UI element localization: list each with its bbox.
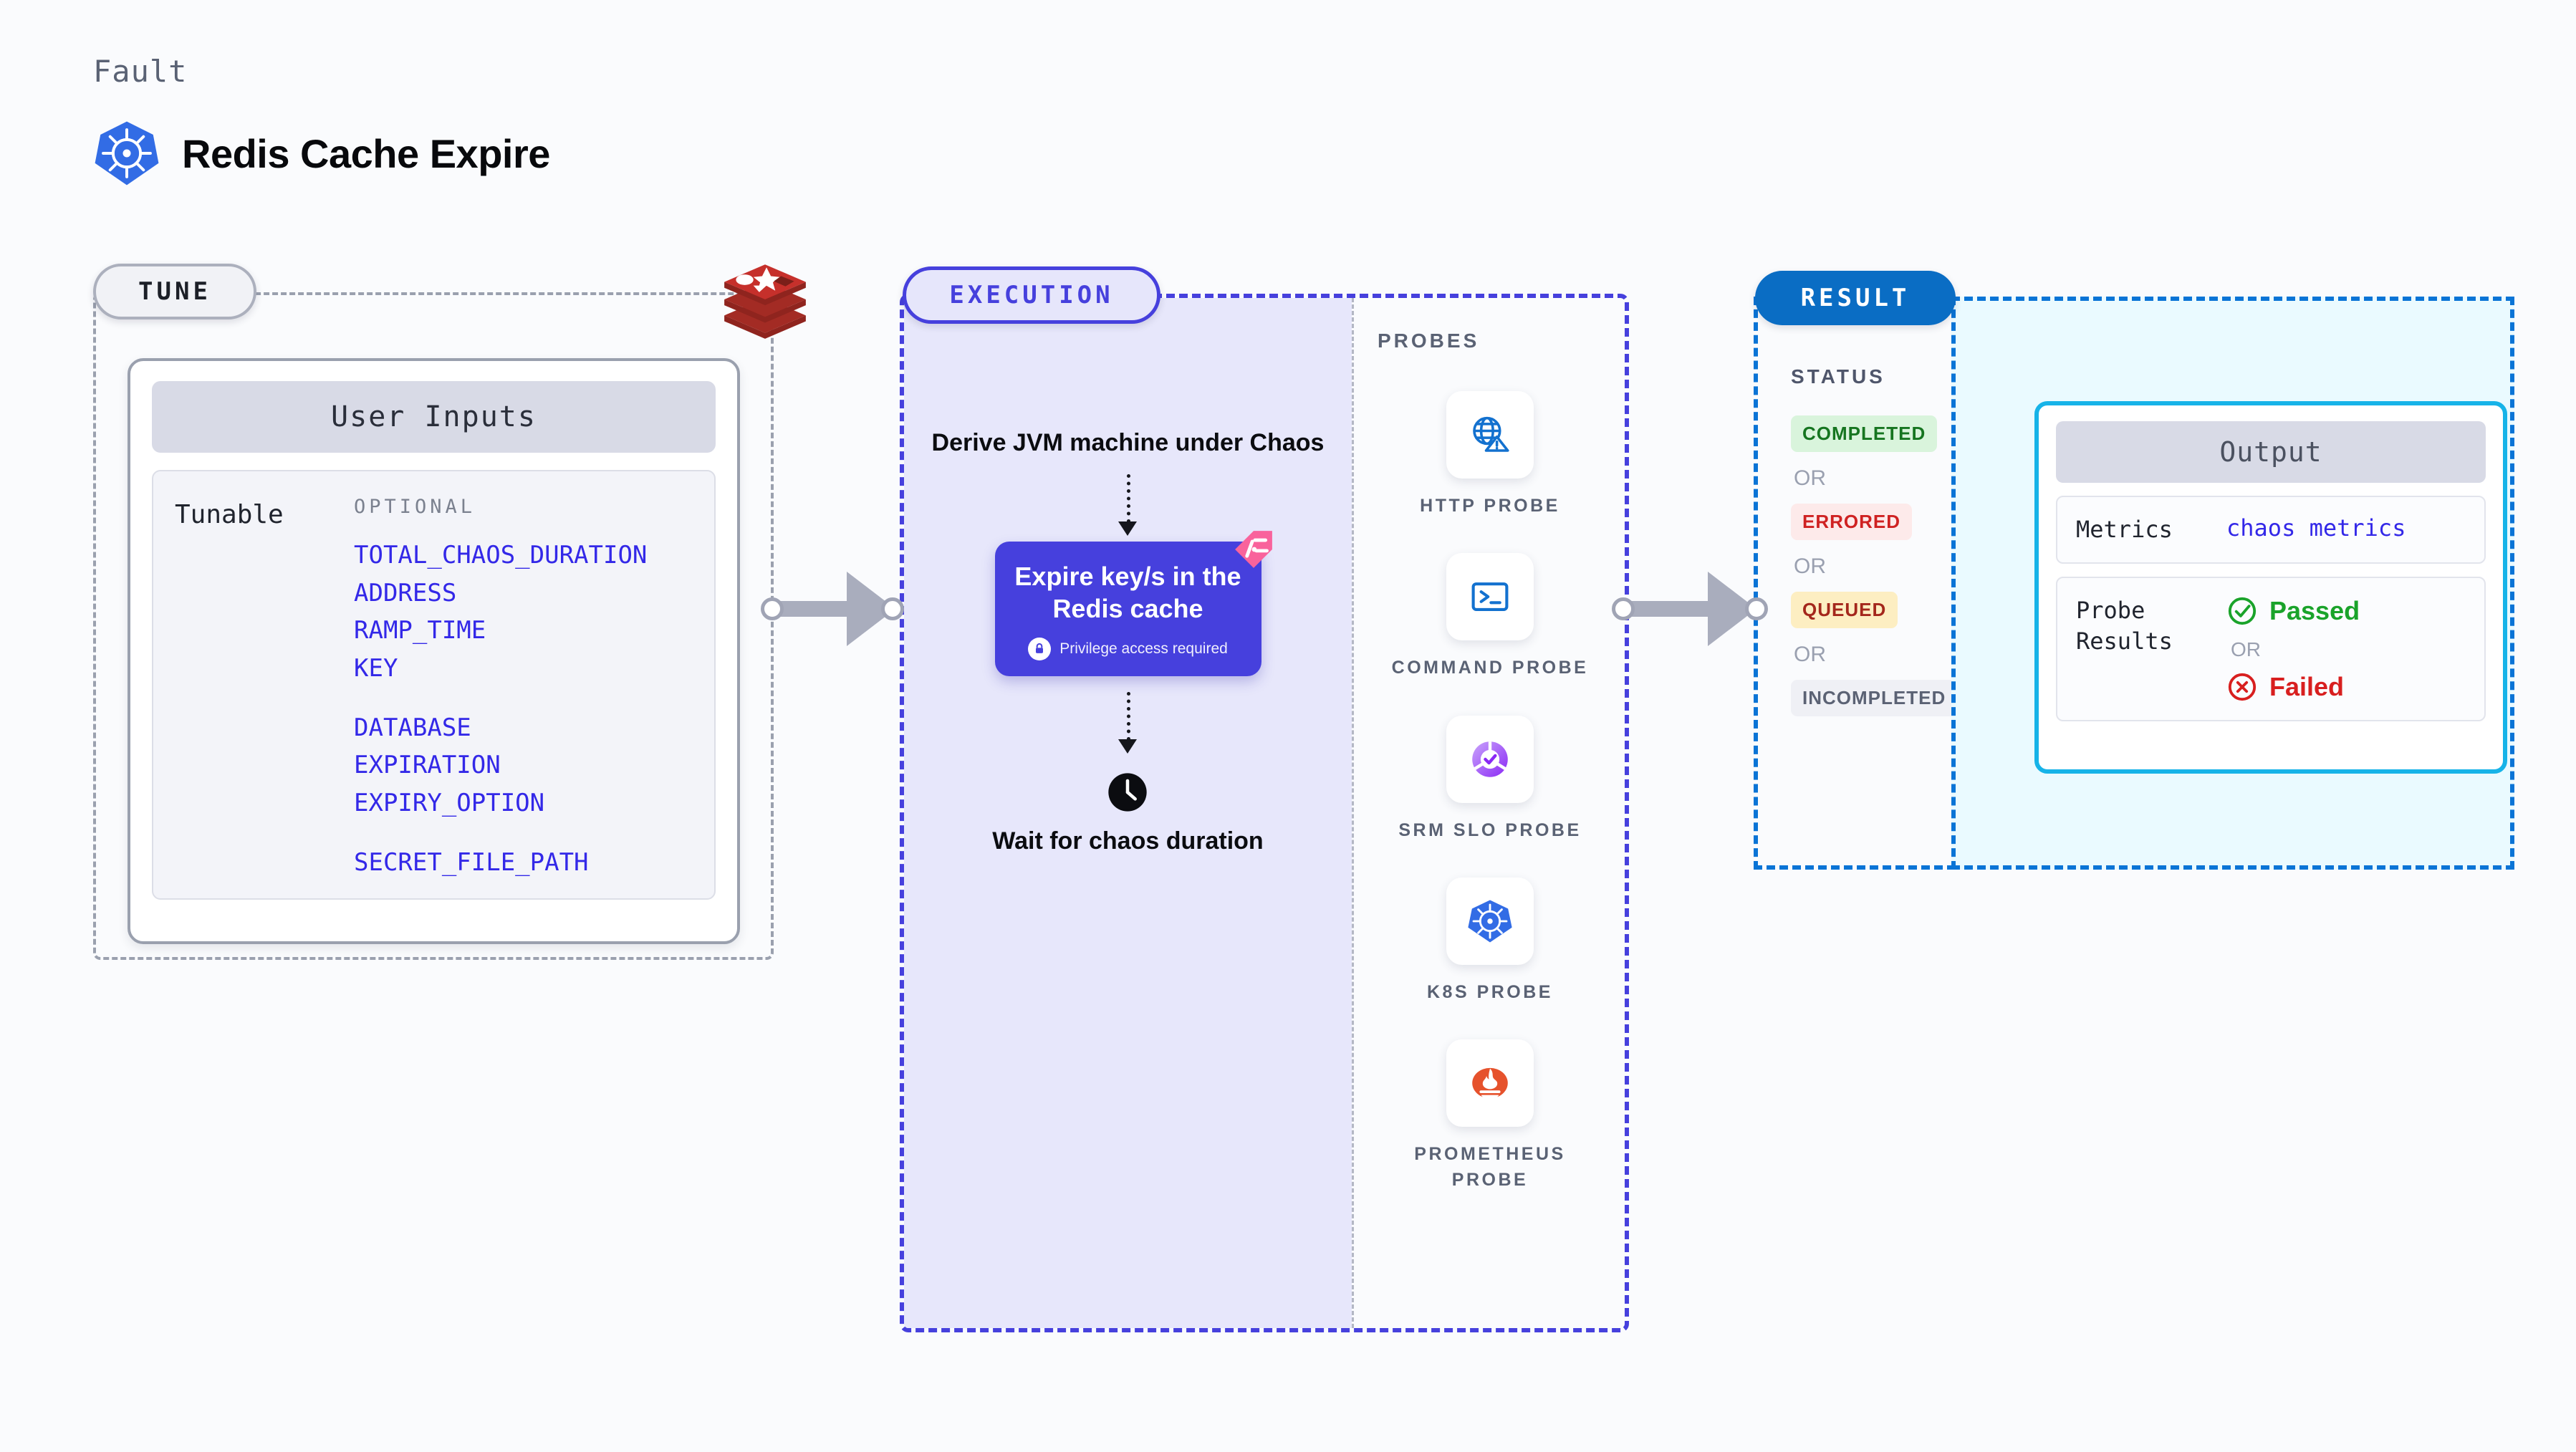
connector-tune-to-execution <box>761 572 904 646</box>
clock-icon <box>1108 773 1148 812</box>
tunable-item[interactable]: EXPIRY_OPTION <box>354 789 545 818</box>
terminal-icon <box>1471 582 1509 612</box>
connector-end-dot <box>1745 597 1768 620</box>
output-probe-results-row: Probe Results Passed OR <box>2056 577 2486 722</box>
status-badge: ERRORED <box>1791 504 1913 540</box>
kubernetes-icon <box>95 121 159 186</box>
status-badge-stack: COMPLETED OR ERRORED OR QUEUED OR INCOMP… <box>1791 415 1958 716</box>
execution-flow: Derive JVM machine under Chaos Expire ke… <box>904 427 1352 857</box>
chaos-ribbon-icon <box>1234 531 1272 569</box>
page-title-row: Redis Cache Expire <box>92 118 550 188</box>
lock-icon <box>1028 638 1052 661</box>
probe-item-http[interactable]: HTTP PROBE <box>1383 391 1597 519</box>
kubernetes-icon <box>1468 900 1512 943</box>
metrics-key: Metrics <box>2076 516 2173 543</box>
prometheus-icon <box>1472 1067 1508 1099</box>
or-separator: OR <box>2231 638 2261 661</box>
probe-icon-box <box>1446 553 1534 641</box>
page-eyebrow: Fault <box>93 54 188 89</box>
passed-label: Passed <box>2269 596 2360 626</box>
probes-column: PROBES <box>1352 298 1625 1328</box>
probe-label: SRM SLO PROBE <box>1398 819 1582 840</box>
probe-icon-box <box>1446 1039 1534 1127</box>
privilege-note: Privilege access required <box>1014 638 1243 661</box>
failed-label: Failed <box>2269 672 2345 702</box>
or-separator: OR <box>1794 643 1826 666</box>
check-circle-icon <box>2228 597 2257 625</box>
tunable-item[interactable]: TOTAL_CHAOS_DURATION <box>354 541 648 569</box>
probe-item-prometheus[interactable]: PROMETHEUS PROBE <box>1383 1039 1597 1193</box>
tunable-item[interactable]: EXPIRATION <box>354 751 501 780</box>
probe-label: K8S PROBE <box>1427 981 1553 1002</box>
connector-start-dot <box>761 597 784 620</box>
x-circle-icon <box>2228 673 2257 701</box>
output-metrics-row: Metrics chaos metrics <box>2056 496 2486 564</box>
connector-execution-to-result <box>1612 572 1769 646</box>
privilege-note-label: Privilege access required <box>1059 640 1228 658</box>
output-header: Output <box>2056 421 2486 483</box>
action-card[interactable]: Expire key/s in the Redis cache Privileg… <box>994 531 1272 677</box>
connector-shaft <box>1622 601 1724 617</box>
result-pill[interactable]: RESULT <box>1755 271 1956 325</box>
probe-label: PROMETHEUS PROBE <box>1414 1144 1566 1191</box>
redis-icon <box>724 264 806 339</box>
tunable-item[interactable]: KEY <box>354 654 398 683</box>
probes-label: PROBES <box>1378 330 1480 352</box>
result-status-region: STATUS COMPLETED OR ERRORED OR QUEUED OR… <box>1754 297 1958 870</box>
or-separator: OR <box>1794 554 1826 578</box>
probe-results-key: Probe Results <box>2076 597 2173 655</box>
user-inputs-header: User Inputs <box>152 381 716 453</box>
result-output-region: Output Metrics chaos metrics Probe Resul… <box>1951 297 2514 870</box>
optional-group-label: OPTIONAL <box>354 496 476 518</box>
or-separator: OR <box>1794 466 1826 490</box>
connector-start-dot <box>1612 597 1635 620</box>
execution-pill[interactable]: EXECUTION <box>903 266 1160 324</box>
probe-result-passed: Passed <box>2226 595 2466 627</box>
globe-warning-icon <box>1473 416 1509 452</box>
probe-label: COMMAND PROBE <box>1391 658 1589 678</box>
status-badge: INCOMPLETED <box>1791 680 1958 716</box>
probe-icon-box <box>1446 391 1534 479</box>
user-inputs-card: User Inputs Tunable OPTIONAL TOTAL_CHAOS… <box>128 358 740 944</box>
probe-item-k8s[interactable]: K8S PROBE <box>1383 877 1597 1005</box>
probe-item-srm-slo[interactable]: SRM SLO PROBE <box>1383 715 1597 843</box>
output-card: Output Metrics chaos metrics Probe Resul… <box>2034 401 2507 774</box>
flow-arrow-dotted <box>1118 474 1137 537</box>
status-badge: QUEUED <box>1791 592 1898 628</box>
probe-item-command[interactable]: COMMAND PROBE <box>1383 553 1597 681</box>
status-badge: COMPLETED <box>1791 415 1938 452</box>
wait-step: Wait for chaos duration <box>992 769 1264 857</box>
action-title: Expire key/s in the Redis cache <box>1014 562 1241 624</box>
tunable-item[interactable]: SECRET_FILE_PATH <box>354 847 589 877</box>
tunable-item[interactable]: RAMP_TIME <box>354 616 486 645</box>
metrics-value-link[interactable]: chaos metrics <box>2226 514 2406 542</box>
probes-list: HTTP PROBE COMMAND PROBE <box>1352 391 1625 1193</box>
probe-icon-box <box>1446 877 1534 965</box>
probes-divider <box>1352 298 1354 1328</box>
slo-donut-check-icon <box>1472 741 1508 777</box>
probe-label: HTTP PROBE <box>1420 496 1560 516</box>
status-label: STATUS <box>1791 365 1885 388</box>
execution-fill <box>904 298 1352 1328</box>
execution-region: Derive JVM machine under Chaos Expire ke… <box>900 294 1629 1332</box>
tunable-list: OPTIONAL TOTAL_CHAOS_DURATION ADDRESS RA… <box>354 496 693 877</box>
probe-icon-box <box>1446 715 1534 803</box>
connector-shaft <box>771 601 862 617</box>
tunable-row-label: Tunable <box>175 500 284 529</box>
derive-step-label: Derive JVM machine under Chaos <box>931 429 1325 456</box>
tune-pill[interactable]: TUNE <box>93 264 256 319</box>
wait-step-label: Wait for chaos duration <box>992 827 1264 855</box>
tunable-item[interactable]: DATABASE <box>354 713 471 742</box>
tune-region <box>93 292 774 960</box>
tunable-item[interactable]: ADDRESS <box>354 578 457 607</box>
lock-glyph <box>1036 643 1044 654</box>
flow-arrow-dotted-2 <box>1118 692 1137 754</box>
user-inputs-body: Tunable OPTIONAL TOTAL_CHAOS_DURATION AD… <box>152 470 716 900</box>
probe-result-failed: Failed <box>2226 671 2466 703</box>
page-title: Redis Cache Expire <box>182 130 550 176</box>
connector-end-dot <box>881 597 904 620</box>
